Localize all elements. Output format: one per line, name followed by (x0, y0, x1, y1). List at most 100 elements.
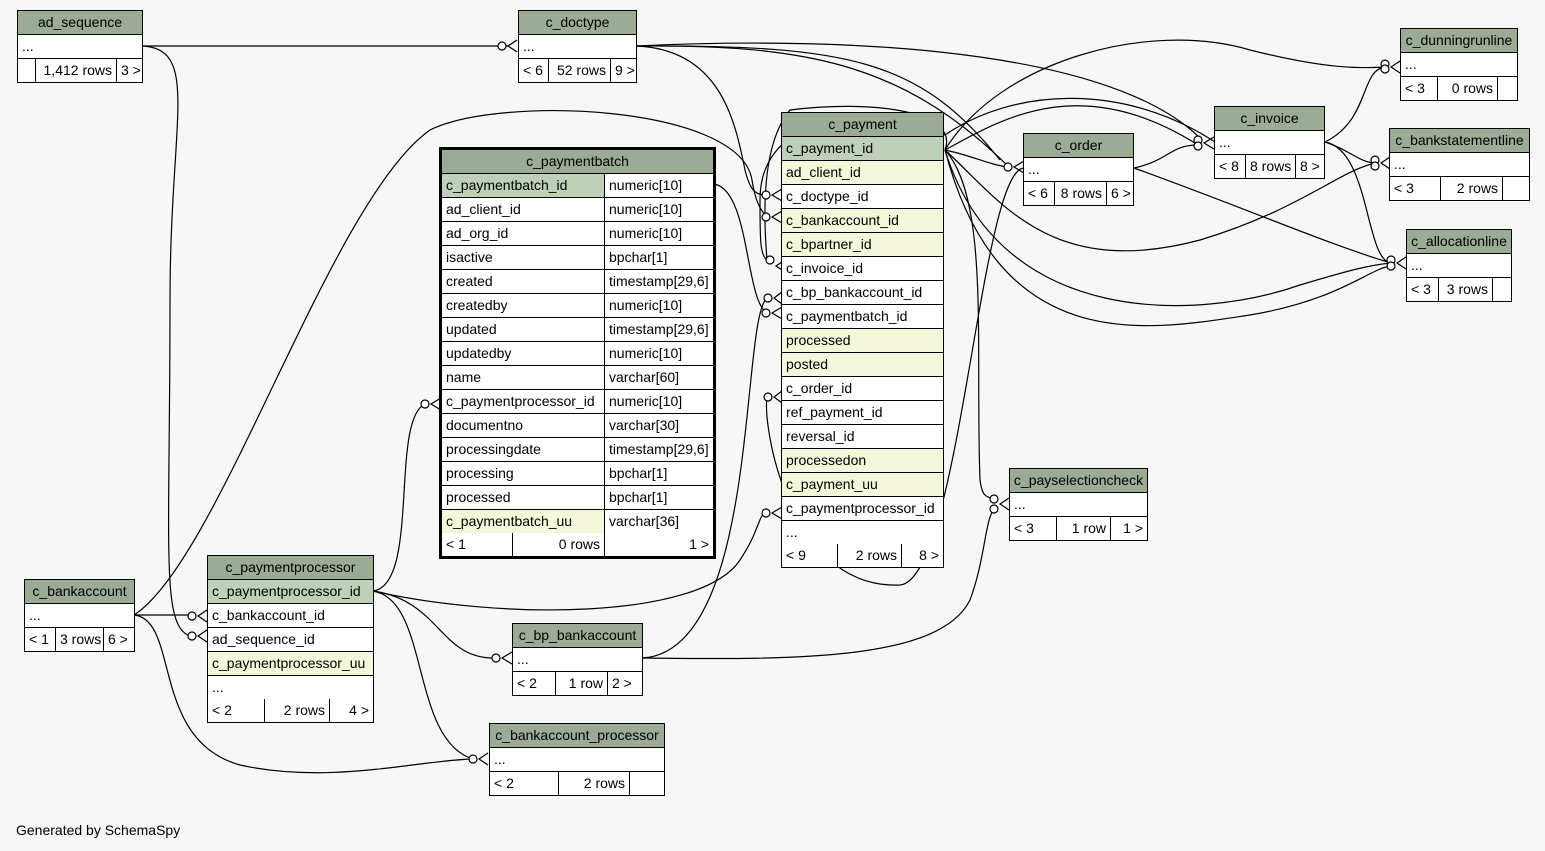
parents-link[interactable]: < 1 (29, 631, 49, 647)
table-title[interactable]: c_bp_bankaccount (513, 624, 642, 648)
table-title[interactable]: ad_sequence (18, 11, 142, 35)
column-row[interactable]: posted (782, 353, 943, 377)
children-link[interactable]: 4 > (329, 699, 373, 722)
children-link[interactable]: 6 > (103, 628, 134, 651)
children-link[interactable] (1497, 77, 1517, 100)
children-link[interactable]: 8 > (1295, 155, 1324, 178)
edge-payment-dunningrunline (944, 39, 1386, 151)
children-link[interactable]: 8 > (901, 544, 943, 567)
table-title[interactable]: c_invoice (1215, 107, 1324, 131)
table-c-payselectioncheck[interactable]: c_payselectioncheck ... < 3 1 row 1 > (1009, 468, 1148, 541)
table-c-allocationline[interactable]: c_allocationline ... < 3 3 rows (1406, 229, 1512, 302)
parents-link[interactable]: < 3 (1394, 180, 1414, 196)
parents-link[interactable]: < 1 (446, 536, 466, 552)
parents-link[interactable]: < 6 (523, 62, 543, 78)
column-row[interactable]: ad_client_id (782, 161, 943, 185)
column-row[interactable]: c_paymentprocessor_uu (208, 652, 373, 676)
parents-link[interactable]: < 2 (517, 675, 537, 691)
table-c-bankstatementline[interactable]: c_bankstatementline ... < 3 2 rows (1389, 128, 1530, 201)
table-ad-sequence[interactable]: ad_sequence ... 1,412 rows 3 > (17, 10, 143, 83)
table-c-dunningrunline[interactable]: c_dunningrunline ... < 3 0 rows (1400, 28, 1518, 101)
table-title[interactable]: c_order (1024, 134, 1133, 158)
column-row[interactable]: ad_sequence_id (208, 628, 373, 652)
table-title[interactable]: c_paymentbatch (442, 150, 713, 174)
column-row[interactable]: ... (208, 676, 373, 699)
column-ellipsis: ... (517, 651, 529, 667)
parents-link[interactable]: < 2 (212, 702, 232, 718)
parents-link[interactable]: < 3 (1411, 281, 1431, 297)
table-c-bankaccount[interactable]: c_bankaccount ... < 1 3 rows 6 > (24, 579, 135, 652)
parents-link[interactable]: < 6 (1028, 185, 1048, 201)
column-row[interactable]: reversal_id (782, 425, 943, 449)
table-title[interactable]: c_bankaccount_processor (490, 724, 664, 748)
column-row[interactable]: c_payment_uu (782, 473, 943, 497)
table-title[interactable]: c_payment (782, 113, 943, 137)
children-link[interactable] (1502, 177, 1529, 200)
table-c-bankaccount-processor[interactable]: c_bankaccount_processor ... < 2 2 rows (489, 723, 665, 796)
children-link[interactable]: 2 > (607, 672, 642, 695)
parents-link[interactable]: < 9 (786, 547, 806, 563)
column-row[interactable]: c_payment_id (782, 137, 943, 161)
column-row[interactable]: c_paymentbatch_id (782, 305, 943, 329)
column-row[interactable]: c_bpartner_id (782, 233, 943, 257)
table-title[interactable]: c_payselectioncheck (1010, 469, 1147, 493)
column-row[interactable]: c_bankaccount_id (208, 604, 373, 628)
children-link[interactable] (1492, 278, 1511, 301)
children-link[interactable]: 9 > (610, 59, 636, 82)
table-c-paymentprocessor[interactable]: c_paymentprocessor c_paymentprocessor_id… (207, 555, 374, 723)
parents-link[interactable]: < 3 (1405, 80, 1425, 96)
table-title[interactable]: c_dunningrunline (1401, 29, 1517, 53)
column-row[interactable]: c_order_id (782, 377, 943, 401)
column-row[interactable]: c_paymentprocessor_id (208, 580, 373, 604)
table-c-order[interactable]: c_order ... < 6 8 rows 6 > (1023, 133, 1134, 206)
parents-link[interactable] (18, 59, 35, 82)
table-c-doctype[interactable]: c_doctype ... < 6 52 rows 9 > (518, 10, 637, 83)
column-type: timestamp[29,6] (604, 438, 713, 461)
children-link[interactable]: 3 > (116, 59, 142, 82)
table-c-bp-bankaccount[interactable]: c_bp_bankaccount ... < 2 1 row 2 > (512, 623, 643, 696)
children-link[interactable]: 1 > (604, 533, 713, 556)
table-title[interactable]: c_bankstatementline (1390, 129, 1529, 153)
column-row[interactable]: processedon (782, 449, 943, 473)
column-name: reversal_id (786, 428, 855, 444)
table-c-invoice[interactable]: c_invoice ... < 8 8 rows 8 > (1214, 106, 1325, 179)
column-row[interactable]: c_bankaccount_id (782, 209, 943, 233)
table-title[interactable]: c_bankaccount (25, 580, 134, 604)
table-title[interactable]: c_paymentprocessor (208, 556, 373, 580)
parents-link[interactable]: < 3 (1014, 520, 1034, 536)
column-row[interactable]: ref_payment_id (782, 401, 943, 425)
table-title[interactable]: c_doctype (519, 11, 636, 35)
parents-link[interactable]: < 2 (494, 775, 514, 791)
children-link[interactable] (629, 772, 664, 795)
table-title[interactable]: c_allocationline (1407, 230, 1511, 254)
edge-payment-bankstatementline (944, 149, 1377, 252)
edge-order-invoice (1133, 144, 1199, 169)
parents-link[interactable]: < 8 (1219, 158, 1239, 174)
children-link[interactable]: 6 > (1106, 182, 1133, 205)
column-row[interactable]: ... (782, 521, 943, 544)
column-row[interactable]: c_invoice_id (782, 257, 943, 281)
column-row[interactable]: c_doctype_id (782, 185, 943, 209)
column-row[interactable]: c_paymentprocessor_id (782, 497, 943, 521)
column-name: c_doctype_id (786, 188, 869, 204)
column-row[interactable]: c_bp_bankaccount_id (782, 281, 943, 305)
children-link[interactable]: 1 > (1110, 517, 1147, 540)
column-row[interactable]: processed (782, 329, 943, 353)
